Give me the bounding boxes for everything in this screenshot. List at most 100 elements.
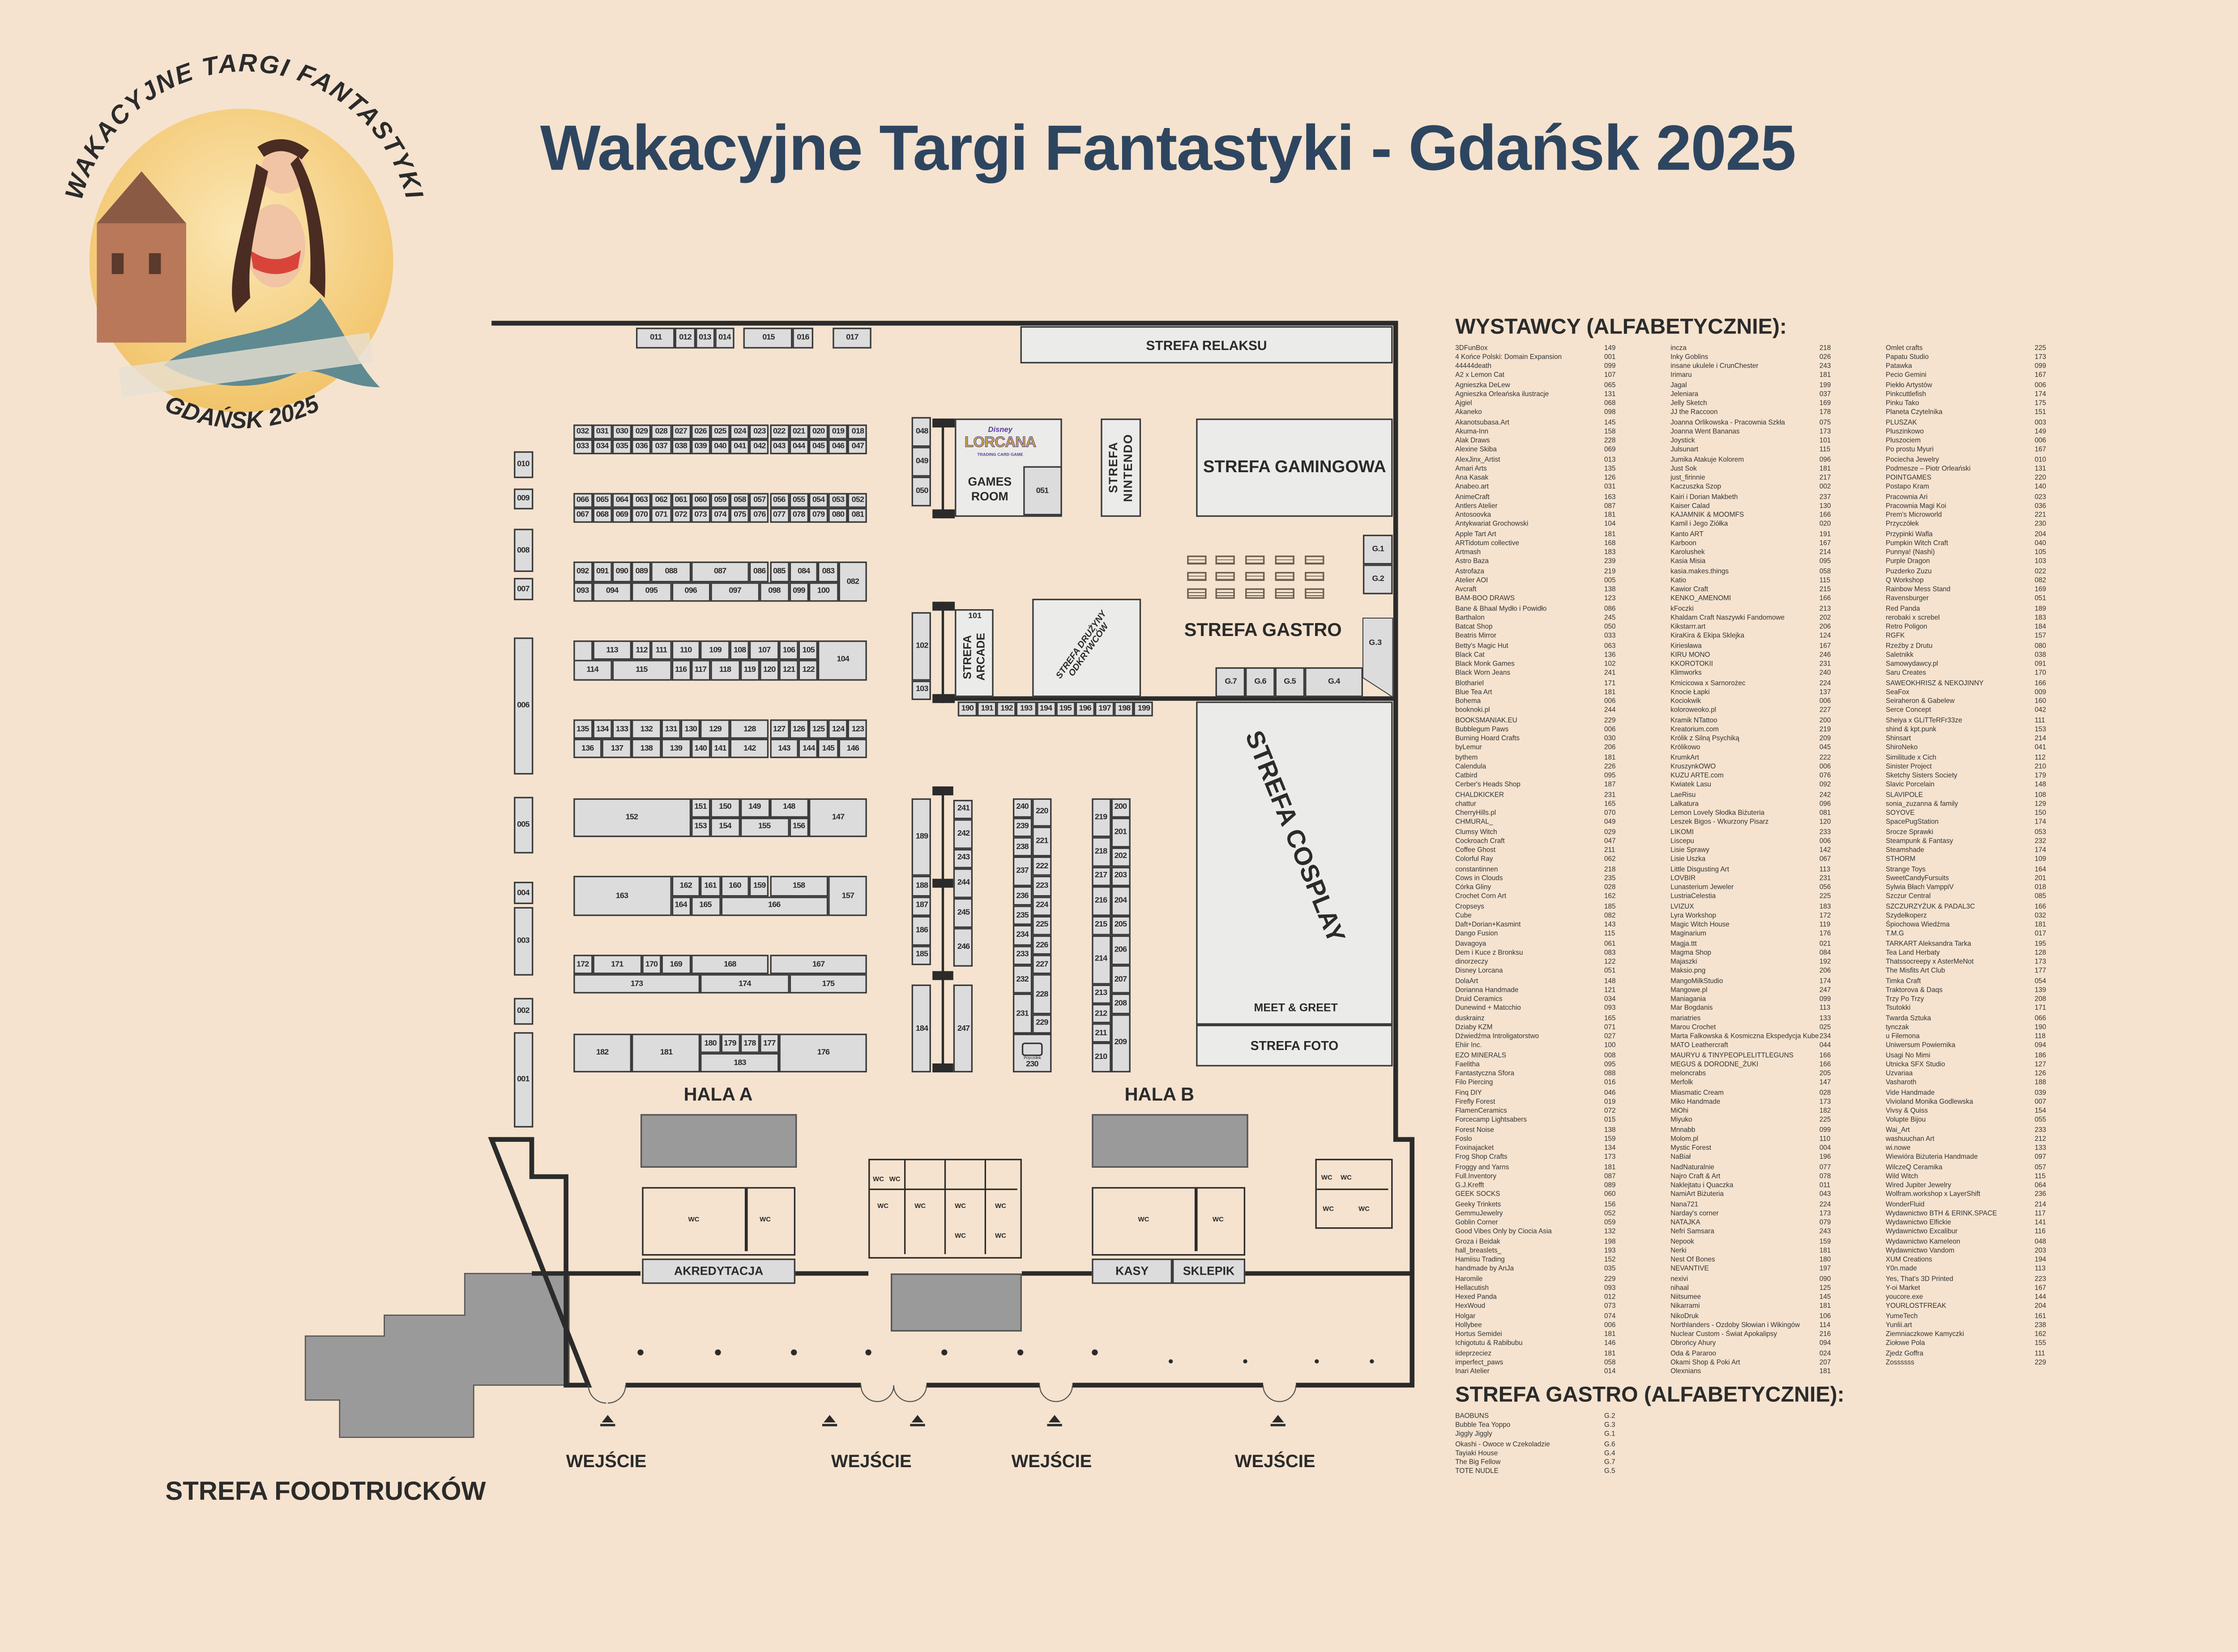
- booth-145[interactable]: 145: [818, 739, 838, 759]
- booth-213[interactable]: 213: [1091, 984, 1111, 1004]
- booth-038[interactable]: 038: [671, 439, 691, 454]
- booth-211[interactable]: 211: [1091, 1023, 1111, 1043]
- booth-190[interactable]: 190: [957, 701, 978, 716]
- booth-103[interactable]: 103: [912, 680, 932, 700]
- booth-119[interactable]: 119: [739, 660, 760, 680]
- booth-149[interactable]: 149: [739, 798, 769, 818]
- booth-117[interactable]: 117: [690, 660, 711, 680]
- booth-025[interactable]: 025: [710, 424, 730, 440]
- booth-053[interactable]: 053: [828, 493, 848, 508]
- booth-097[interactable]: 097: [710, 582, 760, 602]
- booth-236[interactable]: 236: [1012, 886, 1032, 906]
- booth-223[interactable]: 223: [1032, 876, 1052, 896]
- booth-217[interactable]: 217: [1091, 867, 1111, 886]
- booth-242[interactable]: 242: [953, 819, 974, 849]
- zone-gaming[interactable]: STREFA GAMINGOWA: [1196, 418, 1393, 517]
- booth-083[interactable]: 083: [818, 562, 838, 582]
- booth-158[interactable]: 158: [769, 876, 829, 896]
- booth-056[interactable]: 056: [769, 493, 789, 508]
- booth-226[interactable]: 226: [1032, 935, 1052, 955]
- booth-143[interactable]: 143: [769, 739, 799, 759]
- booth-135[interactable]: 135: [572, 719, 593, 739]
- booth-049[interactable]: 049: [912, 447, 932, 477]
- booth-001[interactable]: 001: [514, 1032, 533, 1128]
- booth-020[interactable]: 020: [808, 424, 829, 440]
- booth-073[interactable]: 073: [691, 508, 711, 523]
- booth-043[interactable]: 043: [769, 439, 789, 454]
- zone-foto[interactable]: STREFA FOTO: [1196, 1024, 1393, 1067]
- booth-106[interactable]: 106: [779, 640, 799, 661]
- booth-079[interactable]: 079: [808, 508, 829, 523]
- booth-002[interactable]: 002: [514, 998, 533, 1025]
- booth-028[interactable]: 028: [651, 424, 671, 440]
- booth-214[interactable]: 214: [1091, 935, 1111, 985]
- booth-244[interactable]: 244: [953, 868, 974, 898]
- booth-184[interactable]: 184: [912, 984, 932, 1073]
- booth-175[interactable]: 175: [789, 974, 868, 995]
- booth-058[interactable]: 058: [730, 493, 750, 508]
- booth-227[interactable]: 227: [1032, 955, 1052, 975]
- booth-218[interactable]: 218: [1091, 837, 1111, 867]
- booth-105[interactable]: 105: [799, 640, 819, 661]
- booth-027[interactable]: 027: [671, 424, 691, 440]
- booth-014[interactable]: 014: [714, 328, 735, 348]
- booth-240[interactable]: 240: [1012, 798, 1032, 818]
- booth-131[interactable]: 131: [661, 719, 681, 739]
- booth-178[interactable]: 178: [739, 1033, 760, 1054]
- booth-086[interactable]: 086: [749, 562, 769, 582]
- booth-195[interactable]: 195: [1055, 701, 1076, 716]
- booth-100[interactable]: 100: [808, 582, 838, 602]
- booth-123[interactable]: 123: [848, 719, 868, 739]
- zone-relaks[interactable]: STREFA RELAKSU: [1020, 326, 1393, 363]
- booth-205[interactable]: 205: [1110, 915, 1131, 935]
- booth-052[interactable]: 052: [848, 493, 868, 508]
- booth-130[interactable]: 130: [681, 719, 701, 739]
- booth-207[interactable]: 207: [1110, 965, 1131, 995]
- booth-065[interactable]: 065: [592, 493, 612, 508]
- booth-072[interactable]: 072: [671, 508, 691, 523]
- booth-114[interactable]: 114: [572, 660, 612, 680]
- booth-222[interactable]: 222: [1032, 857, 1052, 876]
- booth-115[interactable]: 115: [612, 660, 671, 680]
- booth-188[interactable]: 188: [912, 876, 932, 896]
- booth-093[interactable]: 093: [572, 582, 593, 602]
- booth-007[interactable]: 007: [514, 578, 533, 601]
- booth-162[interactable]: 162: [671, 876, 701, 896]
- booth-208[interactable]: 208: [1110, 994, 1131, 1014]
- booth-076[interactable]: 076: [749, 508, 769, 523]
- booth-199[interactable]: 199: [1134, 701, 1154, 716]
- booth-164[interactable]: 164: [671, 896, 691, 916]
- booth-003[interactable]: 003: [514, 907, 533, 976]
- booth-017[interactable]: 017: [832, 328, 872, 348]
- booth-186[interactable]: 186: [912, 915, 932, 945]
- booth-147[interactable]: 147: [808, 798, 868, 837]
- booth-006[interactable]: 006: [514, 637, 533, 775]
- booth-048[interactable]: 048: [912, 418, 932, 447]
- booth-225[interactable]: 225: [1032, 915, 1052, 935]
- booth-116[interactable]: 116: [671, 660, 691, 680]
- booth-137[interactable]: 137: [602, 739, 632, 759]
- booth-134[interactable]: 134: [592, 719, 612, 739]
- booth-030[interactable]: 030: [612, 424, 632, 440]
- booth-132[interactable]: 132: [632, 719, 662, 739]
- booth-042[interactable]: 042: [749, 439, 769, 454]
- booth-241[interactable]: 241: [953, 799, 974, 820]
- booth-210[interactable]: 210: [1091, 1043, 1111, 1073]
- booth-247[interactable]: 247: [953, 984, 974, 1073]
- booth-140[interactable]: 140: [691, 739, 711, 759]
- booth-150[interactable]: 150: [710, 798, 740, 818]
- booth-133[interactable]: 133: [612, 719, 632, 739]
- booth-177[interactable]: 177: [759, 1033, 779, 1054]
- booth-016[interactable]: 016: [793, 328, 813, 348]
- booth-238[interactable]: 238: [1012, 837, 1032, 857]
- booth-216[interactable]: 216: [1091, 886, 1111, 916]
- booth-122[interactable]: 122: [799, 660, 819, 680]
- booth-196[interactable]: 196: [1075, 701, 1095, 716]
- ticket-desk[interactable]: KASY: [1092, 1258, 1172, 1284]
- booth-081[interactable]: 081: [848, 508, 868, 523]
- booth-047[interactable]: 047: [848, 439, 868, 454]
- booth-070[interactable]: 070: [632, 508, 652, 523]
- booth-136[interactable]: 136: [572, 739, 602, 759]
- booth-142[interactable]: 142: [730, 739, 769, 759]
- booth-171[interactable]: 171: [592, 955, 642, 975]
